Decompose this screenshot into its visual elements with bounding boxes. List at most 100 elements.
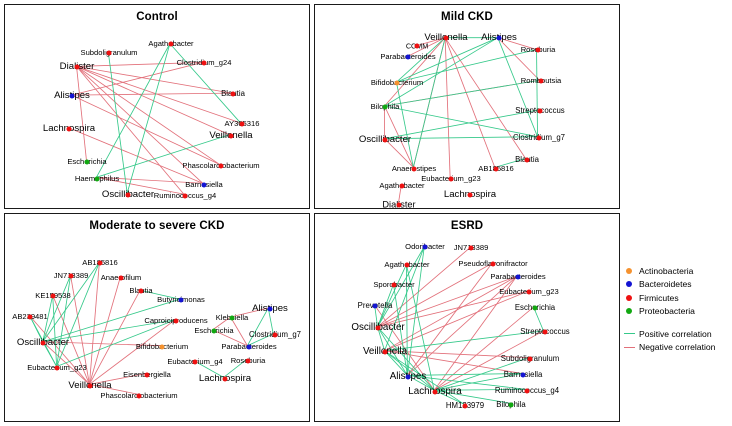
node-dot-firmicutes <box>168 41 174 47</box>
node-dot-bacteroidetes <box>372 303 378 309</box>
node-dot-proteobacteria <box>211 328 217 334</box>
node-dot-proteobacteria <box>84 159 90 165</box>
edge-negative <box>384 276 517 352</box>
edge-positive <box>384 330 544 352</box>
node-dot-firmicutes <box>411 166 417 172</box>
node-dot-firmicutes <box>467 192 473 198</box>
node-dot-firmicutes <box>527 356 533 362</box>
edge-negative <box>29 315 90 385</box>
edge-negative <box>76 65 232 94</box>
edge-positive <box>377 246 425 328</box>
node-dot-actinobacteria <box>159 344 165 350</box>
edge-negative <box>377 247 471 328</box>
edge-positive <box>377 284 394 328</box>
edge-positive <box>56 319 176 367</box>
edge-positive <box>193 360 224 378</box>
node-dot-firmicutes <box>490 261 496 267</box>
node-dot-firmicutes <box>493 166 499 172</box>
legend-item-negative-correlation: Negative correlation <box>622 341 730 355</box>
node-dot-firmicutes <box>66 126 72 132</box>
node-dot-firmicutes <box>432 389 438 395</box>
edge-negative <box>76 66 230 136</box>
node-dot-firmicutes <box>526 289 532 295</box>
edge-negative <box>384 138 414 168</box>
network-edges-esrd <box>374 246 544 405</box>
edge-positive <box>384 105 538 138</box>
node-dot-firmicutes <box>245 358 251 364</box>
legend-spacer <box>622 318 730 327</box>
node-dot-firmicutes <box>230 91 236 97</box>
edge-positive <box>377 326 408 376</box>
node-dot-firmicutes <box>542 329 548 335</box>
edge-positive <box>434 388 526 391</box>
edge-negative <box>42 341 161 347</box>
node-dot-firmicutes <box>125 192 131 198</box>
node-dot-firmicutes <box>399 183 405 189</box>
edge-positive <box>96 43 171 178</box>
node-dot-proteobacteria <box>532 305 538 311</box>
legend-label: Actinobacteria <box>639 265 694 276</box>
edge-negative <box>444 37 496 168</box>
panel-mild-ckd: Mild CKDVeillonellaAlistipesCCMMRoseburi… <box>314 4 620 209</box>
edge-positive <box>396 49 537 83</box>
legend-dot-icon <box>622 281 636 288</box>
node-dot-bacteroidetes <box>267 306 273 312</box>
edge-positive <box>107 52 128 194</box>
node-dot-firmicutes <box>239 121 245 127</box>
edge-positive <box>384 350 408 376</box>
edge-negative <box>377 290 528 328</box>
node-dot-firmicutes <box>375 325 381 331</box>
edge-positive <box>393 284 408 376</box>
edge-positive <box>412 37 446 168</box>
legend-item-firmicutes: Firmicutes <box>622 291 730 305</box>
edge-negative <box>76 66 203 184</box>
node-dot-firmicutes <box>535 47 541 53</box>
network-edges-moderate-to-severe-ckd <box>29 262 274 395</box>
legend-label: Proteobacteria <box>639 306 695 317</box>
edge-positive <box>384 79 540 107</box>
node-dot-firmicutes <box>524 157 530 163</box>
edge-positive <box>56 275 71 367</box>
node-dot-firmicutes <box>382 137 388 143</box>
edge-positive <box>405 264 408 376</box>
edge-positive <box>396 37 446 83</box>
node-dot-proteobacteria <box>94 176 100 182</box>
edge-negative <box>377 263 493 328</box>
edge-negative <box>407 263 493 376</box>
edge-positive <box>42 295 54 342</box>
node-dot-actinobacteria <box>394 80 400 86</box>
edge-positive <box>42 319 175 343</box>
legend-label: Negative correlation <box>639 342 716 353</box>
node-dot-firmicutes <box>136 393 142 399</box>
node-dot-firmicutes <box>54 365 60 371</box>
node-dot-proteobacteria <box>229 315 235 321</box>
edge-positive <box>494 158 526 168</box>
edge-negative <box>433 276 518 391</box>
node-dot-firmicutes <box>40 340 46 346</box>
edge-positive <box>407 373 522 376</box>
node-dot-firmicutes <box>462 403 468 409</box>
node-dot-bacteroidetes <box>201 182 207 188</box>
edge-positive <box>247 307 269 346</box>
edge-positive <box>384 246 425 351</box>
edge-positive <box>42 262 100 343</box>
edge-positive <box>434 389 465 405</box>
edge-negative <box>76 62 203 67</box>
node-dot-proteobacteria <box>508 402 514 408</box>
edge-positive <box>406 246 425 376</box>
node-dot-firmicutes <box>97 260 103 266</box>
node-dot-bacteroidetes <box>178 297 184 303</box>
node-dot-bacteroidetes <box>496 35 502 41</box>
edge-negative <box>89 383 139 395</box>
edge-positive <box>384 350 435 391</box>
node-dot-firmicutes <box>404 262 410 268</box>
node-dot-firmicutes <box>138 288 144 294</box>
node-dot-bacteroidetes <box>515 274 521 280</box>
legend-line-icon <box>622 333 636 335</box>
edge-negative <box>407 37 446 57</box>
edge-negative <box>89 373 147 385</box>
edge-positive <box>267 308 274 334</box>
edge-negative <box>374 304 435 391</box>
edge-negative <box>71 62 203 96</box>
